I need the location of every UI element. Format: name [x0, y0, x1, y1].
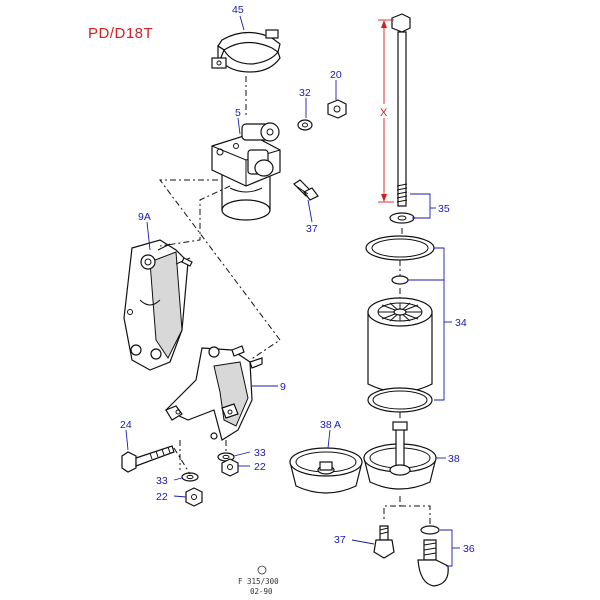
- callout-20[interactable]: 20: [330, 69, 342, 81]
- callout-35[interactable]: 35: [438, 203, 450, 215]
- dimension-x: X: [378, 19, 394, 203]
- part-20-nut[interactable]: [327, 99, 347, 119]
- callout-22-right[interactable]: 22: [254, 461, 266, 473]
- callouts: 45 20 32 5 37 9A 35 34 9 24 33 22 33 22 …: [120, 4, 475, 555]
- assembly-lines: [159, 76, 431, 524]
- dimension-x-label: X: [380, 107, 388, 119]
- part-36-drain-plug[interactable]: [417, 525, 449, 587]
- callout-22-left[interactable]: 22: [156, 491, 168, 503]
- callout-9A[interactable]: 9A: [138, 211, 151, 223]
- part-37-drain-screw[interactable]: [373, 525, 395, 559]
- part-9-bracket[interactable]: [164, 345, 263, 441]
- callout-45[interactable]: 45: [232, 4, 244, 16]
- reference-symbol-icon: [257, 565, 267, 575]
- callout-5[interactable]: 5: [235, 107, 241, 119]
- part-22-nut-right[interactable]: [221, 458, 239, 477]
- callout-leaders: [125, 15, 460, 567]
- callout-38[interactable]: 38: [448, 453, 460, 465]
- part-35-tie-rod[interactable]: [389, 13, 415, 224]
- part-32-washer[interactable]: [297, 119, 313, 131]
- part-38-bowl[interactable]: [363, 421, 437, 490]
- callout-24[interactable]: 24: [120, 419, 132, 431]
- part-5-filter-head[interactable]: [211, 122, 281, 221]
- callout-9[interactable]: 9: [280, 381, 286, 393]
- part-24-bolt[interactable]: [121, 445, 175, 473]
- callout-38A[interactable]: 38 A: [320, 419, 341, 431]
- part-22-nut-left[interactable]: [185, 487, 203, 507]
- part-37-bleed-screw-upper[interactable]: [293, 179, 319, 201]
- callout-37-upper[interactable]: 37: [306, 223, 318, 235]
- reference-code: F 315/300: [238, 577, 279, 586]
- callout-33-left[interactable]: 33: [156, 475, 168, 487]
- callout-33-right[interactable]: 33: [254, 447, 266, 459]
- part-45-clamp[interactable]: [211, 29, 281, 73]
- diagram-title: PD/D18T: [88, 25, 153, 42]
- callout-34[interactable]: 34: [455, 317, 467, 329]
- callout-37-lower[interactable]: 37: [334, 534, 346, 546]
- reference-block: F 315/300 02-90: [238, 565, 279, 596]
- callout-36[interactable]: 36: [463, 543, 475, 555]
- part-9A-bracket[interactable]: [123, 239, 193, 371]
- callout-32[interactable]: 32: [299, 87, 311, 99]
- part-38A-bowl[interactable]: [289, 447, 363, 494]
- part-33-washer-left[interactable]: [181, 472, 199, 482]
- reference-date: 02-90: [250, 587, 273, 596]
